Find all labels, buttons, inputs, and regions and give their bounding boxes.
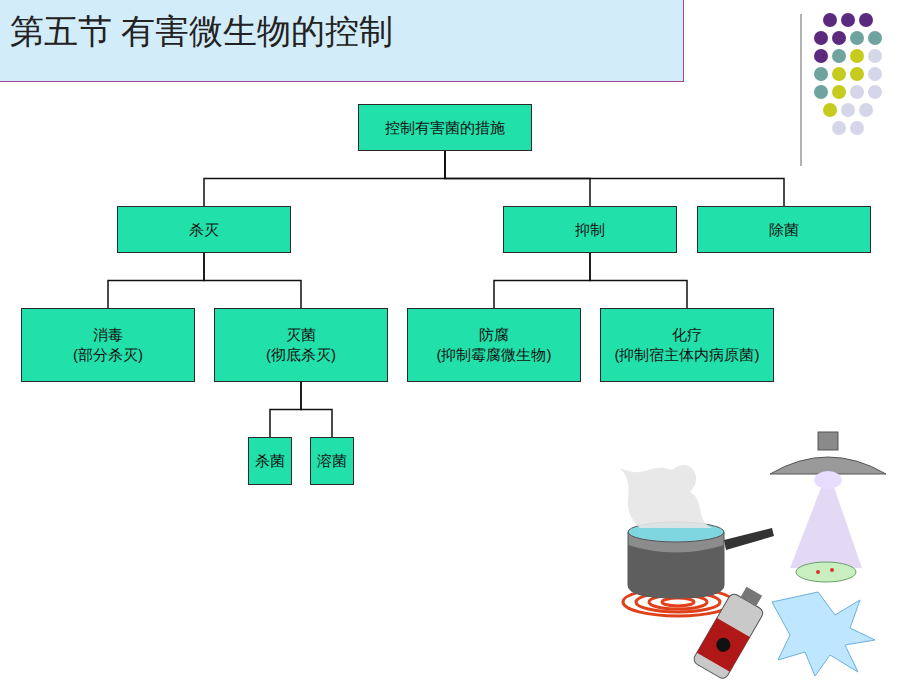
deco-dot [841,103,855,117]
category-box: 抑制 [503,206,677,253]
tree-connector [108,253,204,308]
node-label: 除菌 [769,220,799,240]
deco-dot [868,31,882,45]
tree-connector [494,253,590,308]
deco-dot [832,49,846,63]
category-box: 消毒(部分杀灭) [21,308,195,382]
dot-grid [814,13,882,135]
category-box: 杀灭 [117,206,291,253]
deco-dot [823,13,837,27]
stove-illustration [620,465,774,616]
deco-dot [850,121,864,135]
deco-dot [841,13,855,27]
deco-dot [832,85,846,99]
deco-dot [868,67,882,81]
node-label: (彻底杀灭) [266,345,336,365]
deco-dot [850,85,864,99]
tree-connector [270,382,301,437]
deco-dot [814,49,828,63]
deco-dot [832,121,846,135]
node-label: (部分杀灭) [73,345,143,365]
deco-dot [850,31,864,45]
tree-connector [204,253,301,308]
node-label: 抑制 [575,220,605,240]
deco-dot [859,13,873,27]
category-box: 溶菌 [310,437,354,485]
category-box: 化疗(抑制宿主体内病原菌) [600,308,774,382]
deco-dot [850,67,864,81]
node-label: 溶菌 [317,451,347,471]
category-box: 杀菌 [248,437,292,485]
deco-dot [832,31,846,45]
category-box: 防腐(抑制霉腐微生物) [407,308,581,382]
node-label: 消毒 [93,325,123,345]
tree-connector [445,151,784,206]
deco-dot [868,85,882,99]
node-label: (抑制霉腐微生物) [437,345,552,365]
node-label: (抑制宿主体内病原菌) [615,345,760,365]
tree-connector [590,253,687,308]
category-box: 控制有害菌的措施 [358,104,532,151]
deco-dot [832,67,846,81]
deco-dot [814,85,828,99]
spray-can-illustration [692,582,875,681]
node-label: 灭菌 [286,325,316,345]
node-label: 杀菌 [255,451,285,471]
uv-lamp-illustration [770,432,886,582]
deco-dot [868,49,882,63]
category-box: 灭菌(彻底杀灭) [214,308,388,382]
node-label: 化疗 [672,325,702,345]
deco-dot [859,103,873,117]
node-label: 控制有害菌的措施 [385,118,505,138]
node-label: 防腐 [479,325,509,345]
slide-title: 第五节 有害微生物的控制 [10,9,683,55]
deco-dot [823,103,837,117]
deco-dot [814,31,828,45]
node-label: 杀灭 [189,220,219,240]
tree-connector [301,382,332,437]
tree-connector [204,151,445,206]
divider-line [800,14,802,166]
deco-dot [814,67,828,81]
deco-dot [850,49,864,63]
category-box: 除菌 [697,206,871,253]
title-box: 第五节 有害微生物的控制 [0,0,684,82]
